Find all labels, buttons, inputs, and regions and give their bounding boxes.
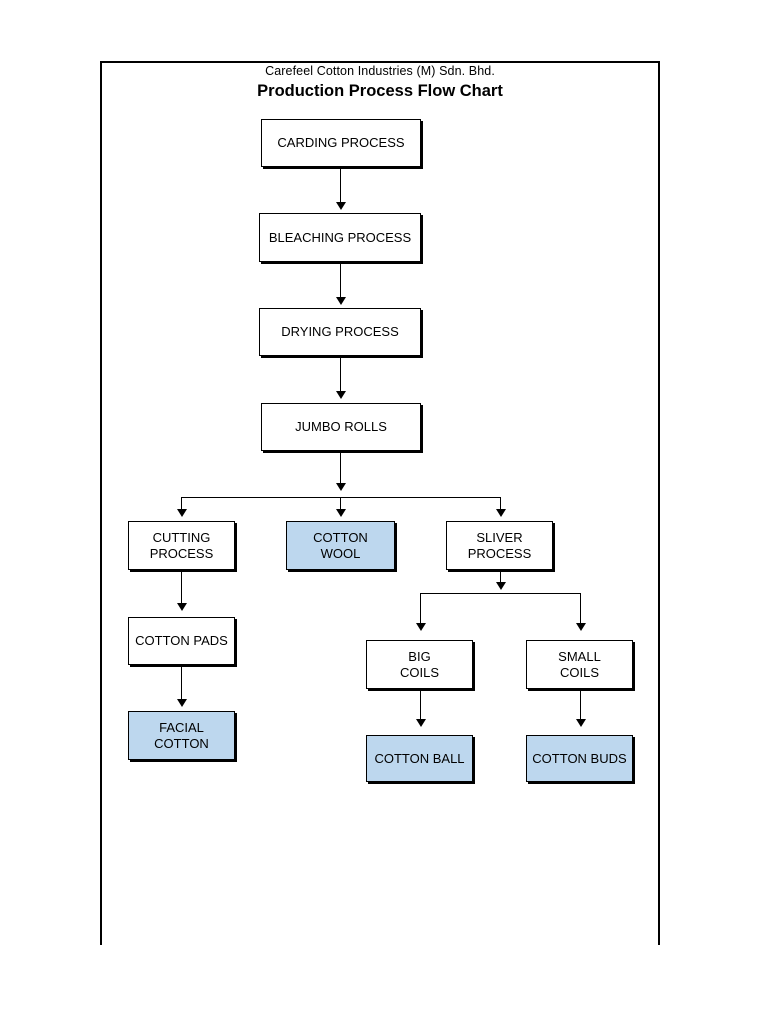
arrowhead-cutting-cotton-pads (177, 603, 187, 611)
edge-cutting-cotton-pads (181, 570, 182, 607)
page-title: Production Process Flow Chart (257, 82, 503, 100)
edge-drying-jumbo (340, 356, 341, 395)
node-bleaching-process[interactable]: BLEACHING PROCESS (259, 213, 421, 262)
arrowhead-sliver-branch-stem (496, 582, 506, 590)
arrowhead-sliver-small-coils (576, 623, 586, 631)
node-cotton-wool[interactable]: COTTON WOOL (286, 521, 395, 570)
arrowhead-jumbo-cutting (177, 509, 187, 517)
edge-sliver-small-coils (580, 593, 581, 627)
edge-jumbo-sliver (500, 497, 501, 513)
branch-bar-sliver (420, 593, 581, 594)
node-sliver-process[interactable]: SLIVER PROCESS (446, 521, 553, 570)
edge-jumbo-cotton-wool (340, 497, 341, 513)
arrowhead-carding-bleaching (336, 202, 346, 210)
page-border-right (658, 61, 660, 945)
node-carding-process[interactable]: CARDING PROCESS (261, 119, 421, 167)
edge-bleaching-drying (340, 262, 341, 301)
node-cotton-buds[interactable]: COTTON BUDS (526, 735, 633, 782)
node-big-coils[interactable]: BIG COILS (366, 640, 473, 689)
arrowhead-small-coils-cotton-buds (576, 719, 586, 727)
edge-carding-bleaching (340, 167, 341, 205)
arrowhead-sliver-big-coils (416, 623, 426, 631)
arrowhead-drying-jumbo (336, 391, 346, 399)
company-name: Carefeel Cotton Industries (M) Sdn. Bhd. (265, 64, 495, 78)
node-facial-cotton[interactable]: FACIAL COTTON (128, 711, 235, 760)
node-jumbo-rolls[interactable]: JUMBO ROLLS (261, 403, 421, 451)
node-cotton-ball[interactable]: COTTON BALL (366, 735, 473, 782)
edge-cotton-pads-facial (181, 665, 182, 703)
arrowhead-bleaching-drying (336, 297, 346, 305)
edge-jumbo-branch-stem (340, 451, 341, 487)
node-drying-process[interactable]: DRYING PROCESS (259, 308, 421, 356)
arrowhead-jumbo-branch-stem (336, 483, 346, 491)
branch-bar-jumbo (181, 497, 501, 498)
arrowhead-cotton-pads-facial (177, 699, 187, 707)
arrowhead-jumbo-cotton-wool (336, 509, 346, 517)
page-border-left (100, 61, 102, 945)
edge-big-coils-cotton-ball (420, 689, 421, 723)
page-border-top (100, 61, 660, 63)
node-small-coils[interactable]: SMALL COILS (526, 640, 633, 689)
node-cutting-process[interactable]: CUTTING PROCESS (128, 521, 235, 570)
edge-jumbo-cutting (181, 497, 182, 513)
arrowhead-jumbo-sliver (496, 509, 506, 517)
edge-sliver-branch-stem (500, 570, 501, 586)
node-cotton-pads[interactable]: COTTON PADS (128, 617, 235, 665)
arrowhead-big-coils-cotton-ball (416, 719, 426, 727)
edge-small-coils-cotton-buds (580, 689, 581, 723)
edge-sliver-big-coils (420, 593, 421, 627)
